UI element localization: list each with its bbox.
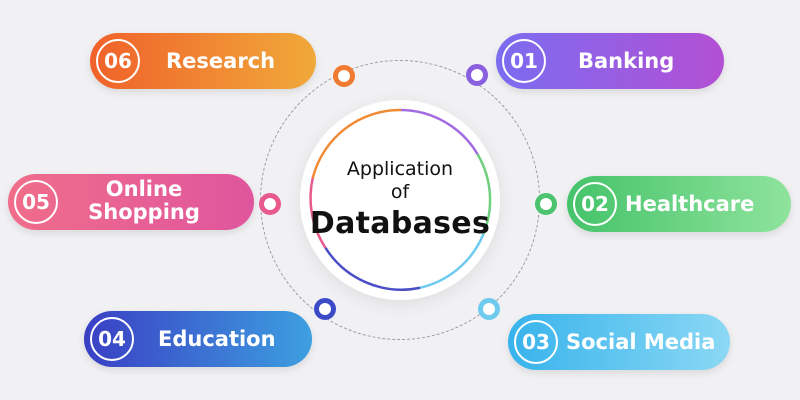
item-label: Social Media: [566, 330, 716, 354]
item-label-line2: Shopping: [88, 200, 200, 224]
item-number: 04: [90, 317, 134, 361]
item-number: 05: [14, 180, 58, 224]
item-number: 02: [573, 182, 617, 226]
center-title-line3: Databases: [309, 206, 491, 241]
item-social-media: 03 Social Media: [508, 314, 730, 370]
connector-dot-education: [314, 298, 336, 320]
connector-dot-banking: [466, 64, 488, 86]
item-number: 01: [502, 39, 546, 83]
item-banking: 01 Banking: [496, 33, 724, 89]
center-title: Application of Databases: [300, 100, 500, 300]
center-disk: [300, 100, 500, 300]
connector-dot-healthcare: [535, 193, 557, 215]
item-label-line1: Online: [105, 177, 183, 201]
item-online-shopping: 05 Online Shopping: [8, 174, 254, 230]
item-label: Education: [158, 327, 276, 351]
item-label: Research: [166, 49, 276, 73]
connector-dot-social-media: [478, 298, 500, 320]
item-label: Banking: [578, 49, 675, 73]
item-label: Healthcare: [625, 192, 755, 216]
item-number: 03: [514, 320, 558, 364]
connector-dot-research: [333, 65, 355, 87]
center-gradient-ring: [309, 108, 492, 291]
item-healthcare: 02 Healthcare: [567, 176, 791, 232]
item-label: Online Shopping: [70, 178, 218, 224]
item-research: 06 Research: [90, 33, 316, 89]
center-title-line2: of: [390, 181, 410, 203]
center-title-line1: Application: [346, 158, 454, 180]
connector-dot-online-shopping: [259, 193, 281, 215]
item-education: 04 Education: [84, 311, 312, 367]
item-number: 06: [96, 39, 140, 83]
